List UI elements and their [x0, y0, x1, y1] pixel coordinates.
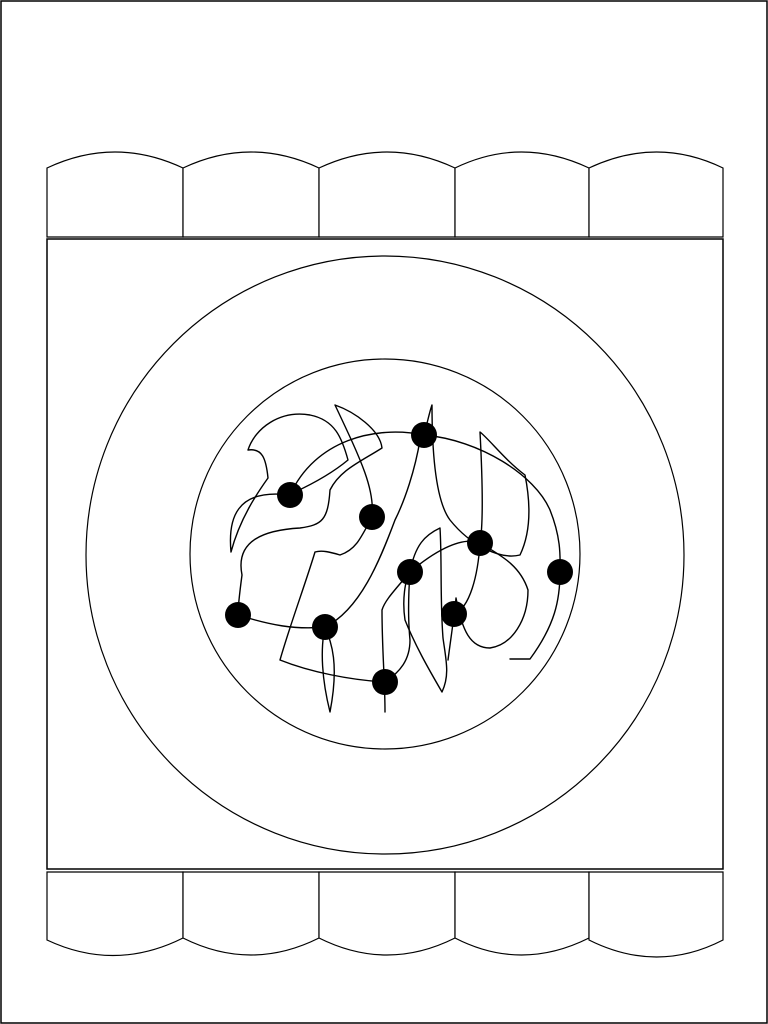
node-7[interactable]: [225, 602, 251, 628]
top-tile-3[interactable]: [318, 151, 456, 238]
strand-12: [384, 571, 411, 683]
inner-ring: [189, 358, 581, 750]
strand-4: [279, 516, 386, 683]
top-tile-4[interactable]: [454, 151, 590, 238]
strand-1: [229, 413, 349, 553]
node-6[interactable]: [547, 559, 573, 585]
bottom-tile-5[interactable]: [588, 871, 724, 958]
strand-5: [237, 404, 383, 616]
top-tile-row: [46, 151, 724, 238]
node-4[interactable]: [467, 530, 493, 556]
node-10[interactable]: [372, 669, 398, 695]
strand-2: [289, 431, 561, 573]
node-8[interactable]: [441, 601, 467, 627]
top-tile-2[interactable]: [182, 151, 320, 238]
bottom-tile-3[interactable]: [318, 871, 456, 956]
bottom-tile-4[interactable]: [454, 871, 590, 956]
bottom-tile-1[interactable]: [46, 871, 184, 957]
node-1[interactable]: [411, 422, 437, 448]
node-2[interactable]: [277, 482, 303, 508]
top-tile-1[interactable]: [46, 151, 184, 238]
strand-3: [423, 404, 530, 557]
node-group: [225, 422, 573, 695]
strand-8: [403, 527, 448, 693]
bottom-tile-2[interactable]: [182, 871, 320, 956]
bottom-tile-row: [46, 871, 724, 958]
node-5[interactable]: [397, 559, 423, 585]
top-tile-5[interactable]: [588, 151, 724, 238]
node-3[interactable]: [359, 504, 385, 530]
node-9[interactable]: [312, 614, 338, 640]
